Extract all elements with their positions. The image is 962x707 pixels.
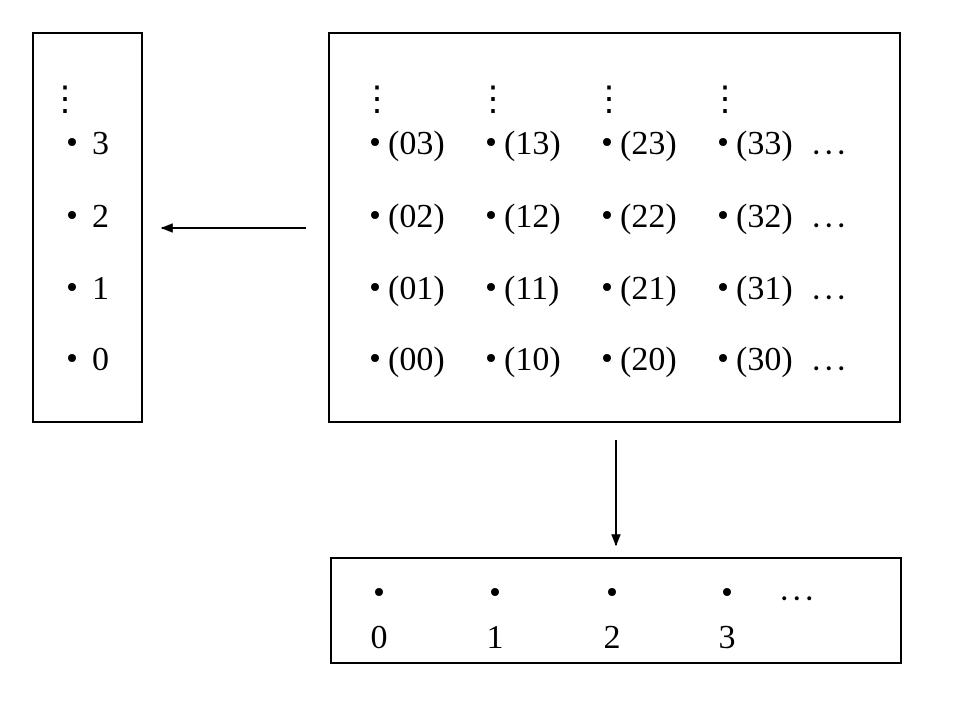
grid-cell-dot bbox=[719, 138, 727, 146]
left-point-label: 2 bbox=[92, 198, 109, 235]
grid-row-ellipsis: ... bbox=[812, 198, 850, 235]
left-point-label: 3 bbox=[92, 125, 109, 162]
grid-cell-label: (21) bbox=[620, 270, 677, 307]
grid-cell-label: (22) bbox=[620, 198, 677, 235]
bottom-point-dot bbox=[375, 588, 383, 596]
left-box-frame bbox=[32, 32, 143, 423]
grid-cell-dot bbox=[487, 138, 495, 146]
grid-vertical-ellipses: ⋮ ⋮ ⋮ ⋮ bbox=[360, 81, 742, 118]
grid-cell-dot bbox=[371, 283, 379, 291]
grid-cell-label: (12) bbox=[504, 198, 561, 235]
grid-cell-label: (10) bbox=[504, 341, 561, 378]
bottom-box: 0 1 2 3 ... bbox=[330, 557, 902, 664]
grid-cell-dot bbox=[719, 354, 727, 362]
left-point-dot bbox=[68, 211, 76, 219]
grid-cell-label: (11) bbox=[504, 270, 559, 307]
bottom-ellipsis: ... bbox=[780, 571, 818, 608]
left-point-dot bbox=[68, 138, 76, 146]
grid-column-vertical-ellipsis: ⋮ bbox=[592, 81, 626, 118]
grid-cell-label: (23) bbox=[620, 125, 677, 162]
bottom-point-label: 1 bbox=[487, 619, 504, 656]
grid-cell-label: (31) bbox=[736, 270, 793, 307]
grid-cell-dot bbox=[371, 354, 379, 362]
grid-cell-dot bbox=[719, 283, 727, 291]
bottom-point-dot bbox=[491, 588, 499, 596]
grid-row-ellipsis: ... bbox=[812, 341, 850, 378]
left-point-dot bbox=[68, 354, 76, 362]
grid-cell-dot bbox=[719, 211, 727, 219]
grid-cell-dot bbox=[603, 211, 611, 219]
left-point-list: 3 2 1 0 bbox=[68, 125, 109, 378]
grid-row-ellipsis: ... bbox=[812, 125, 850, 162]
grid-cell-label: (30) bbox=[736, 341, 793, 378]
grid-cell-label: (03) bbox=[388, 125, 445, 162]
grid-cell-label: (33) bbox=[736, 125, 793, 162]
grid-column-vertical-ellipsis: ⋮ bbox=[360, 81, 394, 118]
grid-box: ⋮ ⋮ ⋮ ⋮ (03) (13) (23) (33)... (02) (12) (22) (32)… bbox=[328, 32, 901, 423]
bottom-point-dot bbox=[608, 588, 616, 596]
bottom-point-label: 0 bbox=[371, 619, 388, 656]
left-point-dot bbox=[68, 283, 76, 291]
left-box: ⋮ 3 2 1 0 bbox=[32, 32, 143, 423]
bottom-box-frame bbox=[330, 557, 902, 664]
grid-cell-label: (00) bbox=[388, 341, 445, 378]
grid-cell-dot bbox=[487, 211, 495, 219]
grid-cell-dot bbox=[371, 211, 379, 219]
grid-cell-dot bbox=[603, 138, 611, 146]
bottom-point-label: 3 bbox=[719, 619, 736, 656]
grid-column-vertical-ellipsis: ⋮ bbox=[708, 81, 742, 118]
grid-cell-label: (02) bbox=[388, 198, 445, 235]
grid-cell-dot bbox=[487, 354, 495, 362]
grid-cell-label: (13) bbox=[504, 125, 561, 162]
grid-cell-label: (20) bbox=[620, 341, 677, 378]
grid-cell-dot bbox=[371, 138, 379, 146]
grid-cells: (03) (13) (23) (33)... (02) (12) (22) (32)... (0… bbox=[371, 125, 850, 378]
grid-row-ellipsis: ... bbox=[812, 270, 850, 307]
bottom-point-list: 0 1 2 3 bbox=[371, 588, 736, 656]
grid-cell-label: (32) bbox=[736, 198, 793, 235]
left-point-label: 0 bbox=[92, 341, 109, 378]
grid-column-vertical-ellipsis: ⋮ bbox=[476, 81, 510, 118]
grid-cell-dot bbox=[487, 283, 495, 291]
grid-cell-dot bbox=[603, 354, 611, 362]
left-vertical-ellipsis: ⋮ bbox=[48, 81, 82, 118]
bottom-point-dot bbox=[723, 588, 731, 596]
grid-cell-dot bbox=[603, 283, 611, 291]
left-point-label: 1 bbox=[92, 270, 109, 307]
bottom-point-label: 2 bbox=[604, 619, 621, 656]
grid-box-frame bbox=[328, 32, 901, 423]
grid-cell-label: (01) bbox=[388, 270, 445, 307]
